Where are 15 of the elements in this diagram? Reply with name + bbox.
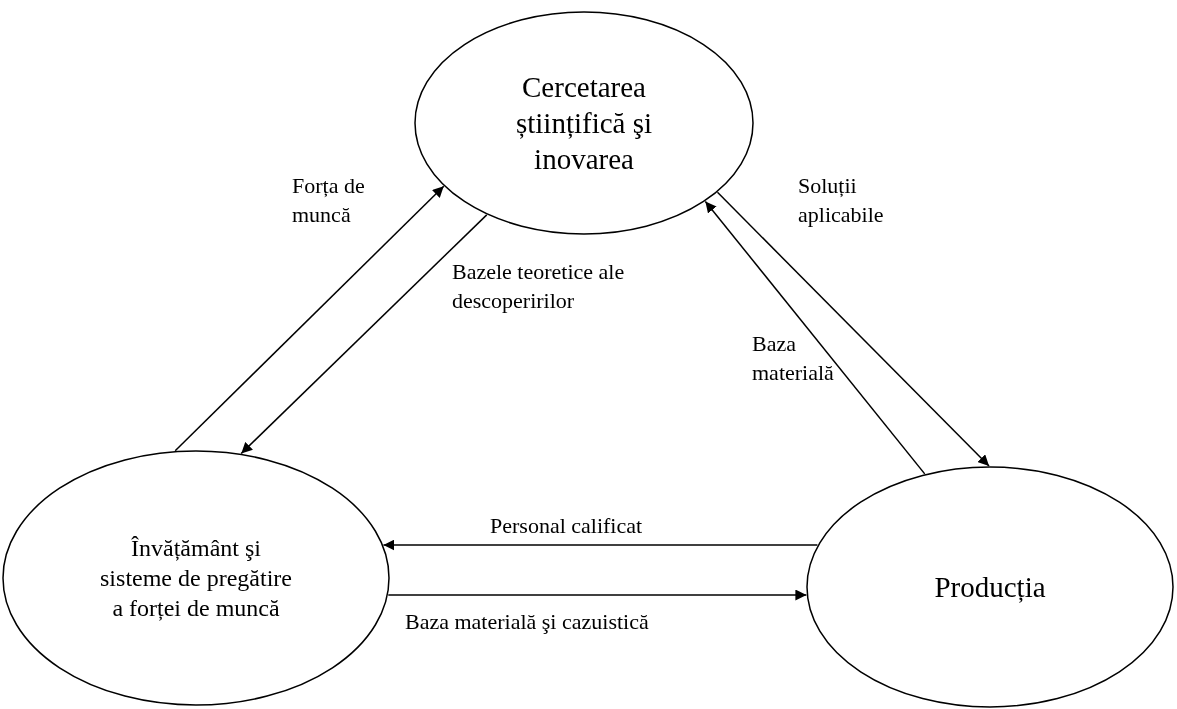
arrow <box>382 539 819 551</box>
edge-label: Personal calificat <box>490 513 643 538</box>
node-label: Producția <box>934 569 1046 605</box>
arrow <box>174 185 445 452</box>
edge-label: Soluții aplicabile <box>798 173 884 227</box>
arrow <box>240 214 488 455</box>
edge-label: Forța de muncă <box>292 173 365 227</box>
arrow <box>387 589 808 601</box>
edge-label: Bazele teoretice ale descoperirilor <box>452 259 625 313</box>
arrow <box>716 191 990 467</box>
node-label: Cercetarea științifică şi inovarea <box>514 69 654 178</box>
node-label: Învățământ şi sisteme de pregătire a forței de muncă <box>99 534 293 623</box>
arrow <box>704 200 926 475</box>
edge-label: Baza materială şi cazuistică <box>405 609 649 634</box>
edge-label: Baza materială <box>752 331 834 385</box>
